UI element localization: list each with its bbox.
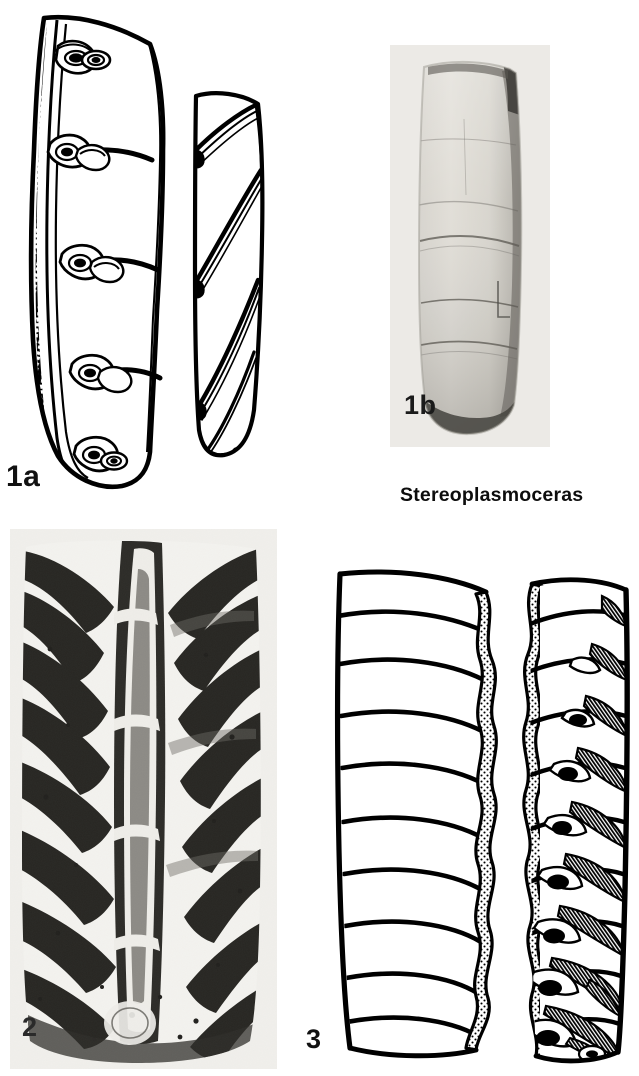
taxon-name-label: Stereoplasmoceras	[400, 484, 584, 506]
figure-label-2: 2	[22, 1012, 38, 1042]
figure-1b-photo	[390, 45, 550, 447]
fig3-left-septa	[339, 609, 486, 1039]
figure-label-1b: 1b	[404, 390, 437, 420]
figure-label-1a: 1a	[6, 460, 41, 493]
fig1a-septal-necks	[46, 39, 133, 473]
figure-3-drawing	[300, 540, 639, 1076]
figure-2-svg	[10, 529, 277, 1069]
fig1a-right-segment	[192, 91, 265, 458]
figure-1a-svg	[28, 14, 265, 490]
fig3-right-chambers	[529, 577, 630, 1064]
figure-3-svg	[335, 569, 630, 1064]
fig1a-left-segment	[28, 14, 166, 490]
figure-2-photo	[10, 529, 277, 1069]
figure-1b-svg	[390, 45, 550, 447]
figure-label-3: 3	[306, 1024, 322, 1054]
fig3-left-chambers	[335, 569, 489, 1059]
figure-1a-drawing	[0, 0, 300, 500]
fig3-left-siphuncle-wall	[464, 590, 498, 1052]
